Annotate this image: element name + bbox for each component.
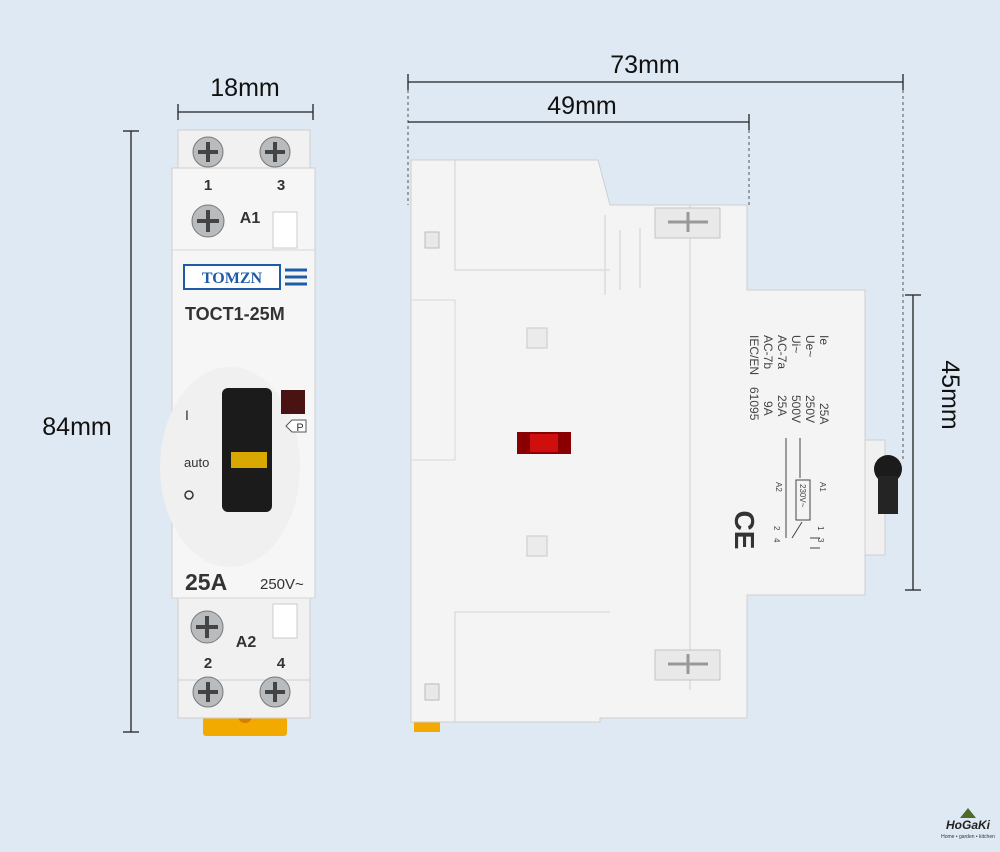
coil-a2-label: A2 [236, 634, 257, 651]
diagram-coil-voltage: 230V~ [798, 484, 807, 508]
screw-icon [190, 136, 291, 708]
switch-auto-label: auto [184, 455, 209, 470]
brand-name: TOMZN [202, 270, 263, 287]
spec-iec-key: IEC/EN [747, 335, 761, 375]
diagram-2: 2 [772, 526, 781, 531]
height-label: 84mm [42, 413, 111, 441]
wiring-diagram: A1 A2 230V~ 1 3 2 4 [772, 438, 827, 549]
ce-mark: CE [729, 511, 760, 550]
brand-logo [183, 264, 281, 290]
terminal-3-label: 3 [277, 177, 285, 194]
depth-body-label: 49mm [547, 92, 616, 120]
diagram-4: 4 [772, 538, 781, 543]
terminal-2-label: 2 [204, 655, 212, 672]
terminal-1-label: 1 [204, 177, 212, 194]
panel-height-label: 45mm [936, 360, 964, 429]
voltage-rating: 250V~ [260, 576, 304, 593]
side-view: Ie 25A Ue~ 250V Ui~ 500V AC-7a 25A AC-7b… [410, 159, 902, 732]
house-leaf-icon [960, 808, 976, 818]
watermark-name: HoGaKi [946, 818, 991, 832]
switch-off-mark [184, 490, 194, 500]
watermark-tagline: Home • garden • kitchen [941, 834, 995, 840]
current-rating: 25A [185, 569, 227, 595]
diagram-a2: A2 [774, 482, 783, 492]
diagram-3: 3 [816, 538, 825, 543]
depth-body-dimension: 49mm [408, 92, 750, 205]
depth-total-label: 73mm [610, 51, 679, 79]
manual-switch-lever [222, 388, 272, 512]
spec-ie-value: 25A [817, 403, 831, 424]
spec-ui-key: Ui~ [789, 335, 803, 353]
spec-ac7a-value: 25A [775, 395, 789, 416]
panel-height-dimension: 45mm [905, 294, 964, 591]
spec-ue-value: 250V [803, 395, 817, 423]
spec-ui-value: 500V [789, 395, 803, 423]
spec-ac7a-key: AC-7a [775, 335, 789, 369]
diagram-1: 1 [816, 526, 825, 531]
spec-ue-key: Ue~ [803, 335, 817, 357]
model-number: TOCT1-25M [185, 304, 285, 324]
front-view: 1 3 A1 A2 2 4 TOMZN TOCT1-25M P I auto 2… [160, 129, 316, 736]
watermark: HoGaKi Home • garden • kitchen [941, 808, 995, 840]
coil-a1-label: A1 [240, 210, 261, 227]
spec-block: Ie 25A Ue~ 250V Ui~ 500V AC-7a 25A AC-7b… [747, 335, 831, 424]
width-label: 18mm [210, 74, 279, 102]
diagram-a1: A1 [818, 482, 827, 492]
depth-total-dimension: 73mm [407, 51, 904, 460]
spec-iec-value: 61095 [747, 387, 761, 421]
p-label: P [296, 422, 303, 434]
terminal-4-label: 4 [277, 655, 286, 672]
width-dimension: 18mm [177, 74, 314, 120]
spec-ie-key: Ie [817, 335, 831, 345]
switch-on-label: I [185, 407, 189, 423]
spec-ac7b-key: AC-7b [761, 335, 775, 369]
spec-ac7b-value: 9A [761, 401, 775, 416]
height-dimension: 84mm [42, 130, 139, 733]
